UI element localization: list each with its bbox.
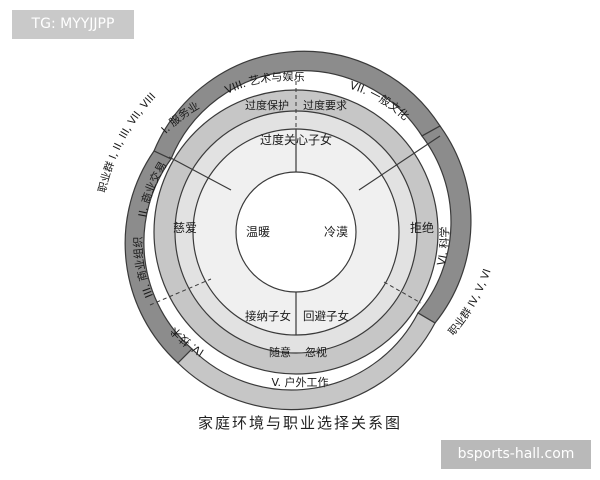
label-casual: 随意: [269, 345, 291, 359]
label-overdemand: 过度要求: [303, 98, 347, 112]
label-neglect: 忽视: [305, 345, 327, 359]
label-occupation-vi: VI. 科学: [435, 227, 452, 267]
divider-upper-right: [358, 135, 441, 191]
diagram-caption: 家庭环境与职业选择关系图: [197, 414, 402, 432]
label-warm: 温暖: [246, 225, 270, 239]
watermark-top: TG: MYYJJPP: [12, 10, 134, 39]
label-rejecting: 拒绝: [410, 220, 434, 235]
label-avoidance: 回避子女: [303, 309, 349, 323]
watermark-bottom: bsports-hall.com: [441, 440, 591, 469]
label-occupation-v: V. 户外工作: [271, 375, 328, 389]
divider-upper-left: [168, 156, 232, 191]
dashed-divider-lower-right: [383, 281, 422, 304]
label-concentration: 过度关心子女: [260, 132, 332, 147]
outer-band-bottom: [177, 312, 436, 411]
label-acceptance: 接纳子女: [245, 309, 291, 323]
label-cold: 冷漠: [324, 225, 348, 239]
label-overprotect: 过度保护: [245, 98, 289, 112]
label-doting: 慈爱: [173, 220, 197, 235]
